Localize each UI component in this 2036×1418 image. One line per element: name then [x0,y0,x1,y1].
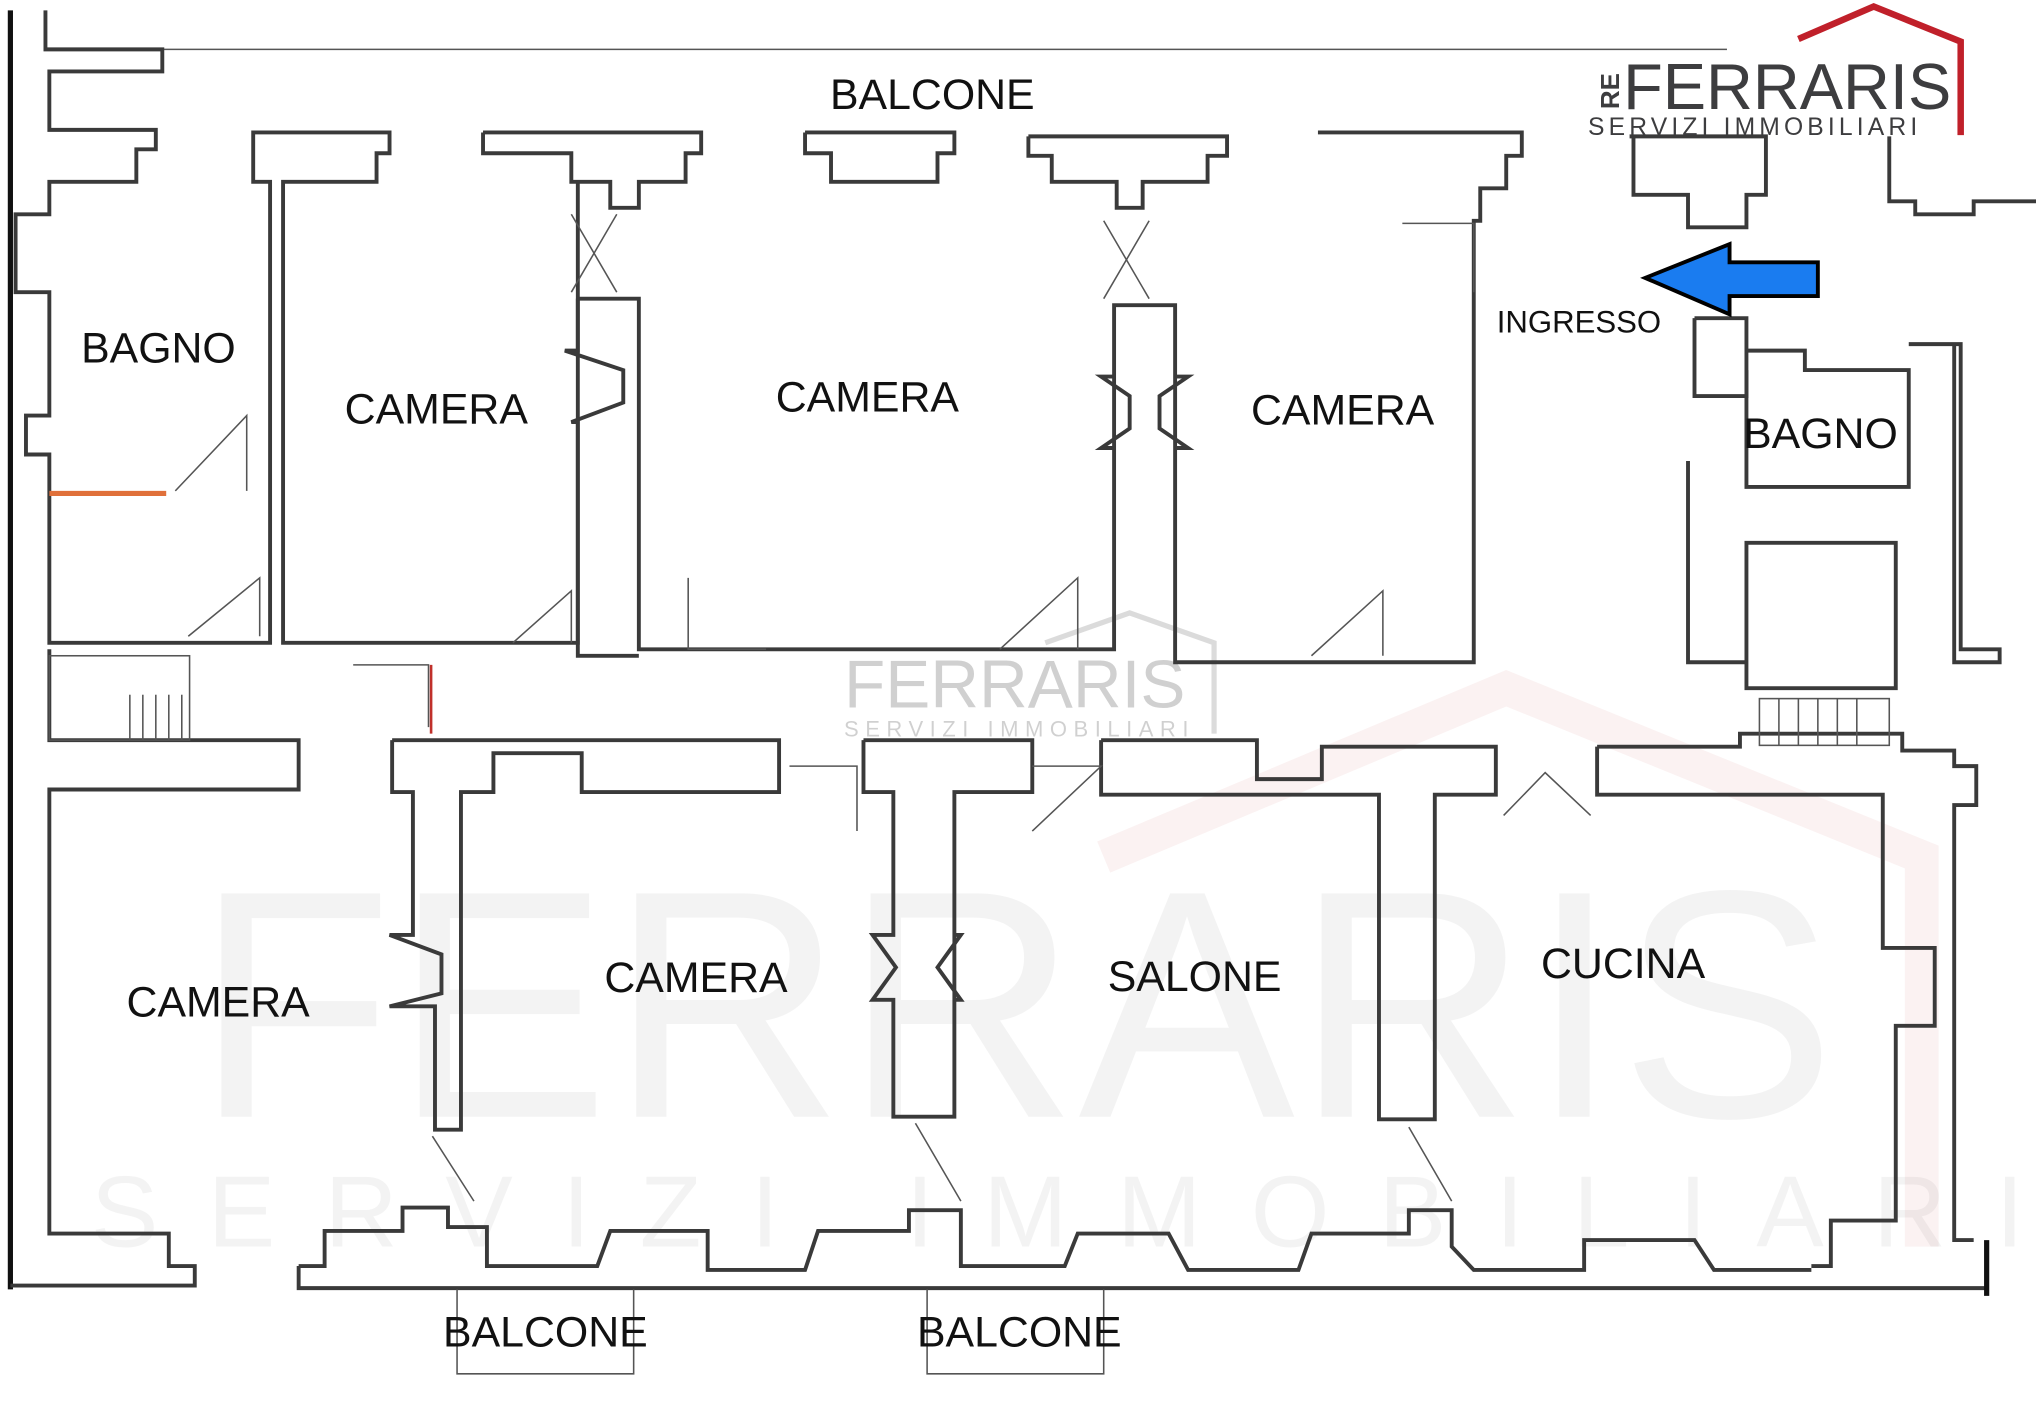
label-cucina: CUCINA [1541,940,1706,988]
label-ingresso: INGRESSO [1497,304,1661,339]
walls [7,10,2036,1375]
room-labels: BALCONE BAGNO CAMERA CAMERA CAMERA INGRE… [81,71,1898,1356]
label-camera-1: CAMERA [345,385,529,433]
logo-prefix: RE [1595,73,1625,109]
label-bagno-right: BAGNO [1743,410,1898,458]
logo-tagline: SERVIZI IMMOBILIARI [1588,114,1921,141]
label-camera-2: CAMERA [776,374,960,422]
watermark-name: FERRARIS [195,823,1836,1186]
watermark-small-house-icon [1044,610,1217,734]
label-balcone-bottom-1: BALCONE [443,1309,648,1357]
label-camera-lower-left: CAMERA [127,979,311,1027]
watermark: FERRARIS SERVIZI IMMOBILIARI FERRARIS SE… [91,610,2036,1269]
label-salone: SALONE [1108,953,1282,1001]
logo-house-icon [1797,3,1964,136]
logo: RE FERRARIS SERVIZI IMMOBILIARI [1588,3,1964,141]
watermark-house-icon [1097,669,1939,1247]
watermark-small-tagline: SERVIZI IMMOBILIARI [844,716,1195,741]
label-balcone-bottom-2: BALCONE [917,1309,1122,1357]
label-camera-3: CAMERA [1251,387,1435,435]
label-bagno-left: BAGNO [81,324,236,372]
logo-name: FERRARIS [1623,50,1951,123]
watermark-small-name: FERRARIS [844,648,1185,723]
label-balcone-top: BALCONE [830,71,1035,119]
label-camera-lower: CAMERA [604,954,788,1002]
entrance-arrow-icon [1640,241,1820,318]
watermark-tagline: SERVIZI IMMOBILIARI [91,1156,2036,1269]
